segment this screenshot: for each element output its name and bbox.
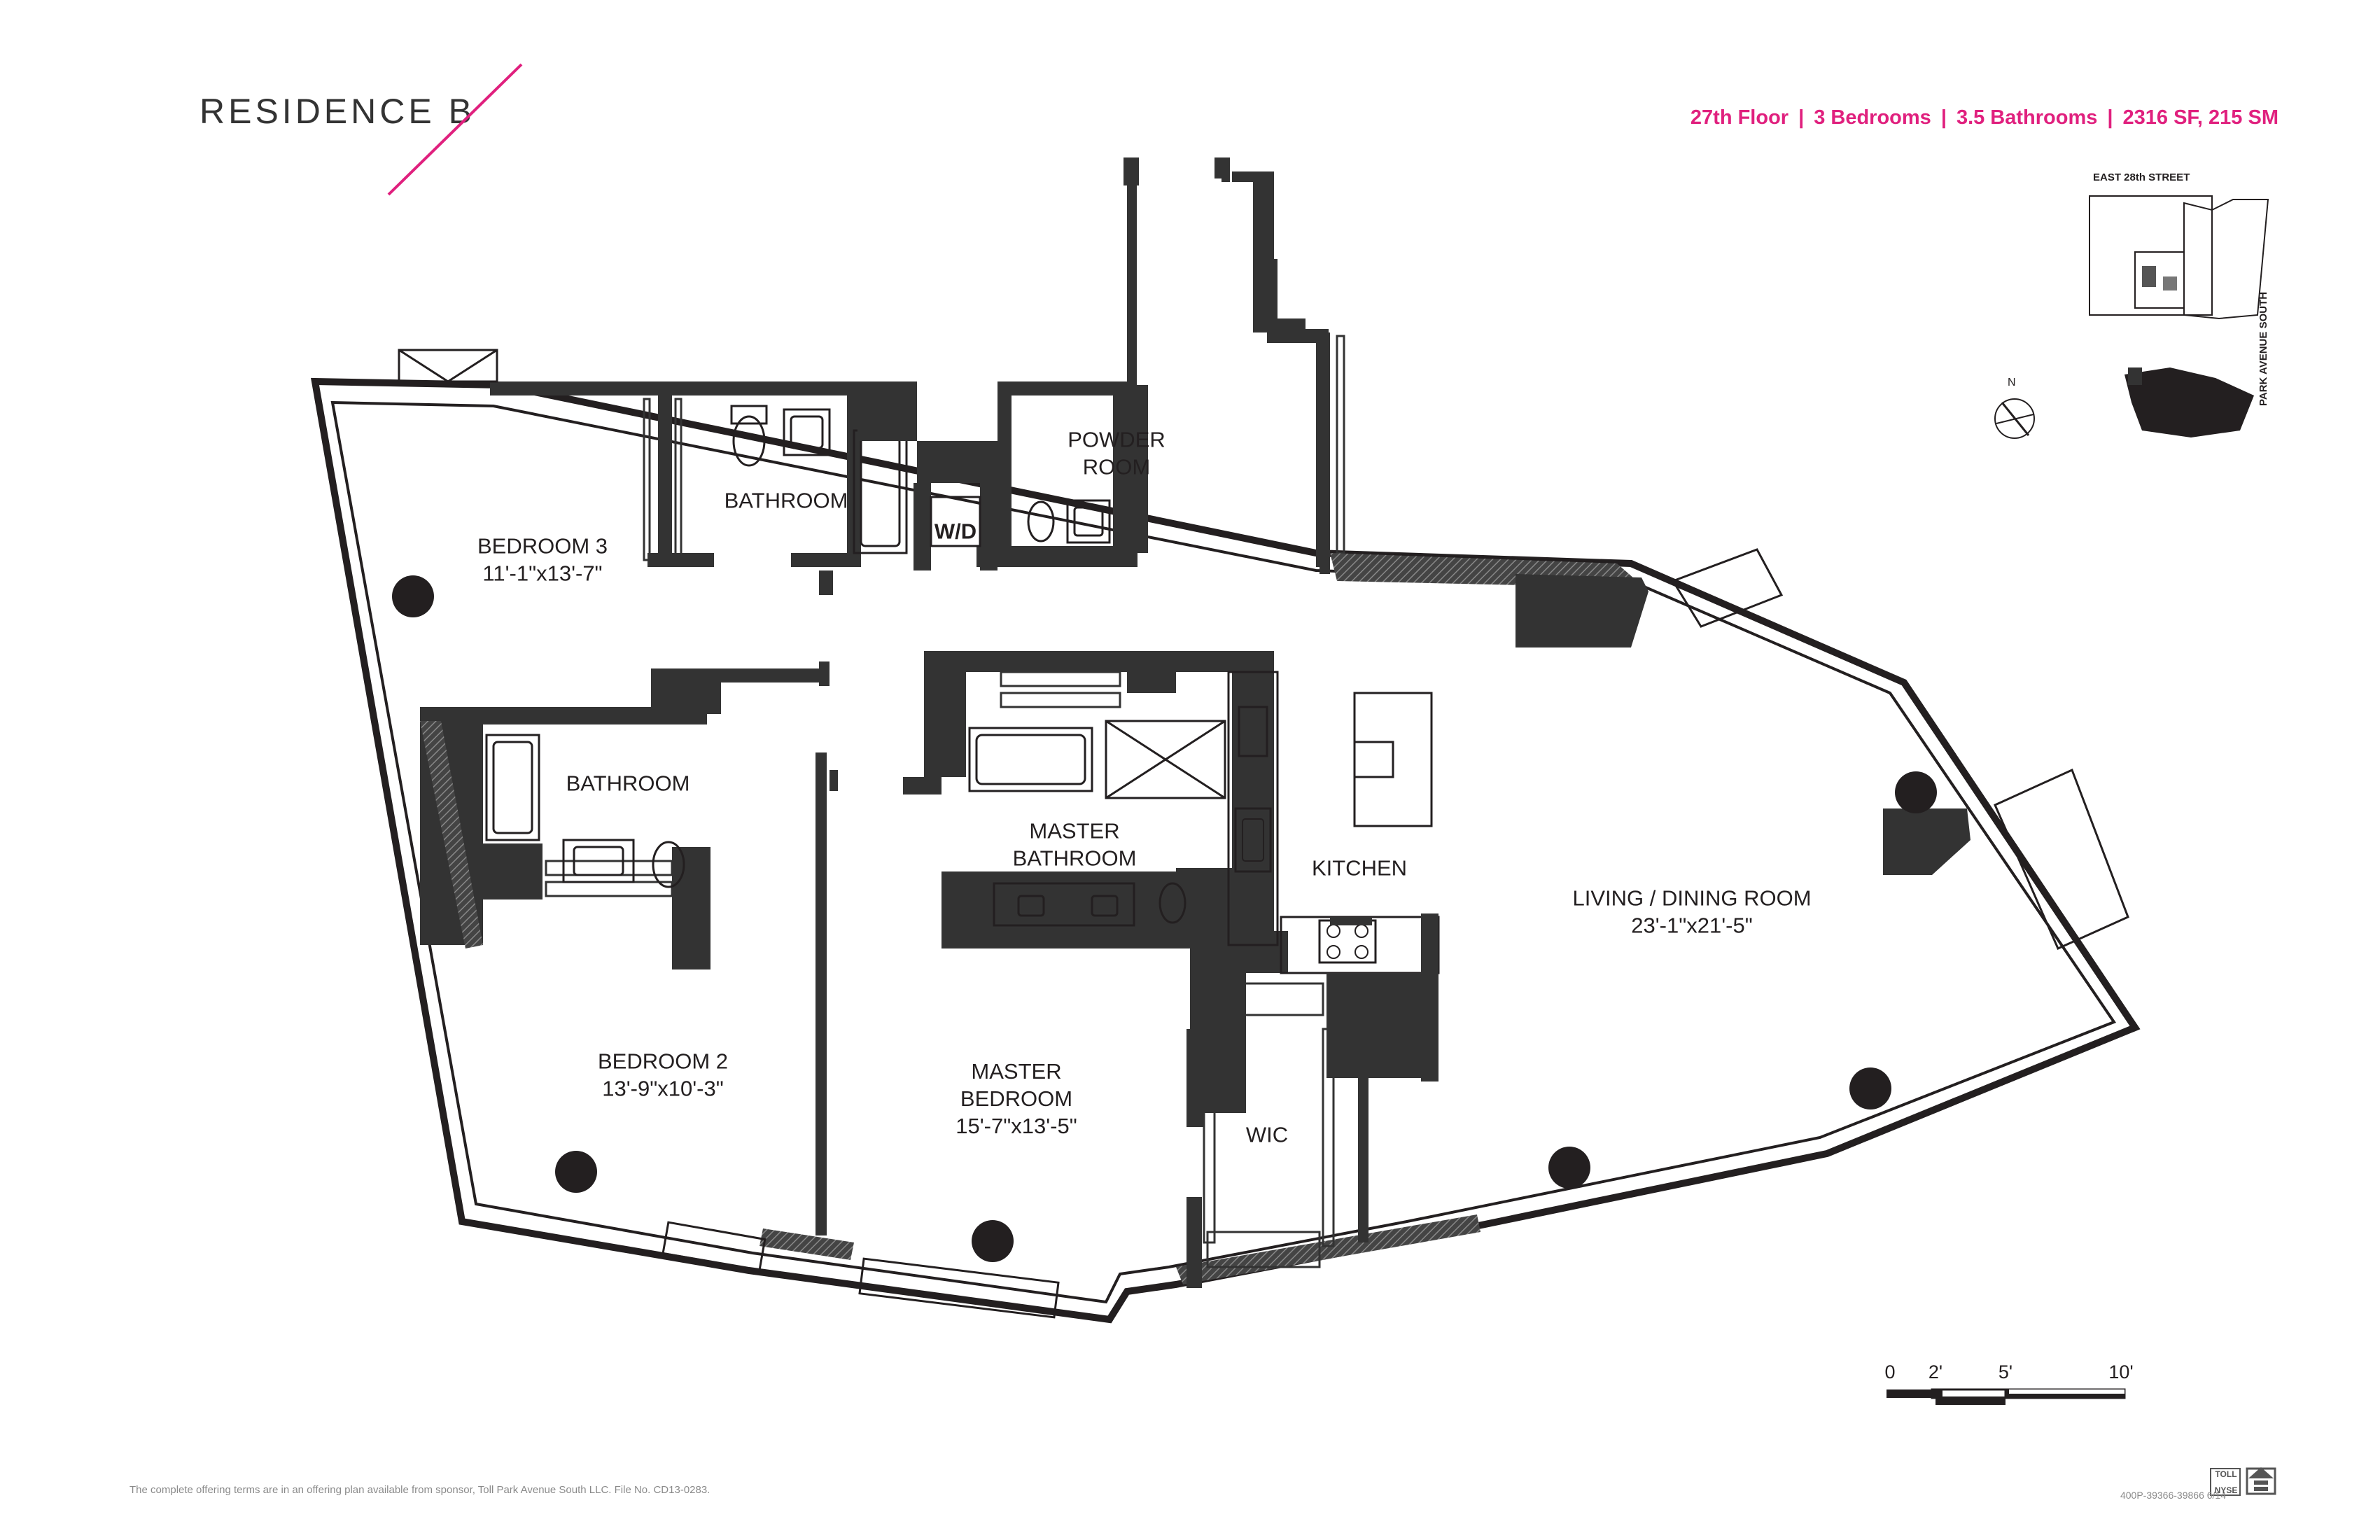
scale-label-2: 2' [1928,1362,1943,1382]
residence-specs: 27th Floor | 3 Bedrooms | 3.5 Bathrooms | 2316… [1690,106,2278,130]
room-name-line1: POWDER [1068,427,1166,452]
room-dimensions: 11'-1"x13'-7" [482,561,603,585]
corridor-right-wall [1253,172,1345,567]
room-name: LIVING / DINING ROOM [1572,886,1812,911]
room-name: BATHROOM [724,488,848,513]
document-code: 400P-39366-39866 6/14 [2120,1490,2226,1501]
bedroom-partitions [816,752,838,1236]
room-master-bedroom: MASTER BEDROOM 15'-7"x13'-5" [955,1058,1077,1140]
room-kitchen: KITCHEN [1312,855,1407,883]
logo-line1: TOLL [2215,1469,2237,1479]
room-dimensions: 13'-9"x10'-3" [602,1076,724,1100]
bathroom-mid-fixtures [485,734,685,888]
spec-separator: | [2107,106,2113,129]
wd-and-powder-walls [913,382,1138,570]
scale-label-10: 10' [2108,1362,2134,1382]
toll-logo-icon [2210,1468,2241,1496]
living-room-elements [1516,574,1970,875]
bathroom-top-fixtures [730,396,917,554]
room-washer-dryer: W/D [934,519,976,546]
master-bathroom-walls [903,651,1288,1113]
room-name-line2: BATHROOM [1012,846,1137,870]
room-bathroom-top: BATHROOM [724,488,848,515]
logo-line2: NYSE [2214,1485,2238,1496]
street-label-side: PARK AVENUE SOUTH [2258,291,2269,406]
spec-bedrooms: 3 Bedrooms [1814,106,1931,129]
window-bays [398,349,2129,1319]
room-living-dining: LIVING / DINING ROOM 23'-1"x21'-5" [1572,885,1811,939]
kitchen-elements [1227,671,1440,1082]
scale-bar [1886,1388,2126,1405]
corridor-walls [1124,158,1330,574]
north-label: N [2008,377,2016,388]
room-wic: WIC [1246,1122,1288,1149]
room-name: BEDROOM 2 [597,1049,729,1074]
room-dimensions: 15'-7"x13'-5" [955,1113,1077,1138]
room-powder-room: POWDER ROOM [1068,426,1166,481]
bathroom-mid-walls [420,662,830,969]
spec-separator: | [1940,106,1947,129]
disclaimer-text: The complete offering terms are in an of… [130,1484,710,1496]
room-name: KITCHEN [1311,855,1408,881]
equal-housing-icon [2246,1467,2276,1495]
spec-floor: 27th Floor [1690,106,1789,129]
room-bedroom-2: BEDROOM 2 13'-9"x10'-3" [598,1048,728,1102]
street-label-top: EAST 28th STREET [2093,172,2190,183]
bedroom3-walls [490,382,917,595]
wic-walls [1186,982,1368,1288]
master-bathroom-fixtures [968,720,1226,927]
key-plan-map [2089,195,2269,438]
room-name-line1: MASTER [1029,818,1120,844]
room-bedroom-3: BEDROOM 3 11'-1"x13'-7" [477,533,608,587]
spec-separator: | [1798,106,1805,129]
structural-columns [392,575,1937,1262]
room-name-line2: BEDROOM [960,1086,1073,1111]
spec-bathrooms: 3.5 Bathrooms [1956,106,2098,129]
room-name: W/D [934,519,977,544]
toll-logo-text: TOLL NYSE [2213,1469,2239,1496]
room-name: BEDROOM 3 [477,533,608,559]
room-dimensions: 23'-1"x21'-5" [1631,913,1753,937]
room-name: WIC [1245,1122,1289,1147]
scale-label-5: 5' [1998,1362,2013,1382]
room-name-line1: MASTER [971,1058,1062,1084]
room-name: BATHROOM [566,771,690,796]
spec-area: 2316 SF, 215 SM [2122,106,2278,129]
north-compass-icon [1994,398,2035,439]
powder-room-fixtures [1027,499,1111,544]
room-master-bathroom: MASTER BATHROOM [1013,818,1137,872]
room-name-line2: ROOM [1082,454,1151,479]
room-bathroom-mid: BATHROOM [566,771,690,798]
scale-label-0: 0 [1884,1362,1896,1382]
